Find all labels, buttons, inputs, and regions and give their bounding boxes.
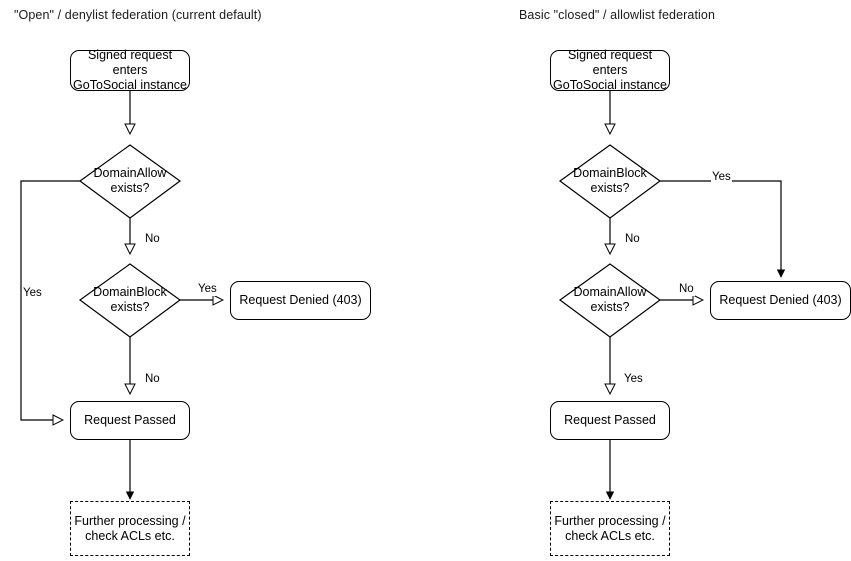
panel-title-open-denylist: "Open" / denylist federation (current de…: [14, 8, 262, 22]
node-entry-right-label: Signed request enters GoToSocial instanc…: [553, 48, 667, 92]
node-request-passed-left: Request Passed: [70, 401, 190, 440]
edge-label-right-domainblock-yes: Yes: [711, 171, 732, 184]
decision-domain-allow-right: [558, 263, 662, 338]
decision-domain-block-right: [558, 144, 662, 219]
node-request-denied-right: Request Denied (403): [710, 281, 851, 320]
node-request-denied-left: Request Denied (403): [230, 281, 371, 320]
edge-domainallow-yes-to-requestpassed-left: [20, 180, 80, 420]
edge-domainblock-yes-to-requestdenied-right: [660, 180, 786, 278]
edge-label-right-domainallow-no: No: [678, 283, 695, 296]
node-request-passed-left-label: Request Passed: [84, 413, 176, 427]
decision-domain-block-left: [78, 263, 182, 338]
node-further-processing-right-label: Further processing / check ACLs etc.: [554, 513, 666, 543]
node-request-denied-right-label: Request Denied (403): [719, 293, 842, 307]
node-further-processing-right: Further processing / check ACLs etc.: [550, 501, 670, 556]
edge-label-right-domainblock-no: No: [624, 233, 641, 246]
node-request-denied-left-label: Request Denied (403): [239, 293, 362, 307]
panel-title-closed-allowlist: Basic "closed" / allowlist federation: [519, 8, 715, 22]
node-further-processing-left-label: Further processing / check ACLs etc.: [74, 513, 186, 543]
edge-label-right-domainallow-yes: Yes: [623, 373, 644, 386]
decision-domain-allow-left: [78, 144, 182, 219]
edge-label-left-domainallow-no: No: [144, 233, 161, 246]
node-entry-right: Signed request enters GoToSocial instanc…: [550, 48, 670, 92]
node-further-processing-left: Further processing / check ACLs etc.: [70, 501, 190, 556]
edge-label-left-domainallow-yes: Yes: [22, 287, 43, 300]
node-request-passed-right: Request Passed: [550, 401, 670, 440]
node-request-passed-right-label: Request Passed: [564, 413, 656, 427]
node-entry-left-label: Signed request enters GoToSocial instanc…: [73, 48, 187, 92]
edge-label-left-domainblock-no: No: [144, 373, 161, 386]
edge-label-left-domainblock-yes: Yes: [197, 283, 218, 296]
node-entry-left: Signed request enters GoToSocial instanc…: [70, 48, 190, 92]
